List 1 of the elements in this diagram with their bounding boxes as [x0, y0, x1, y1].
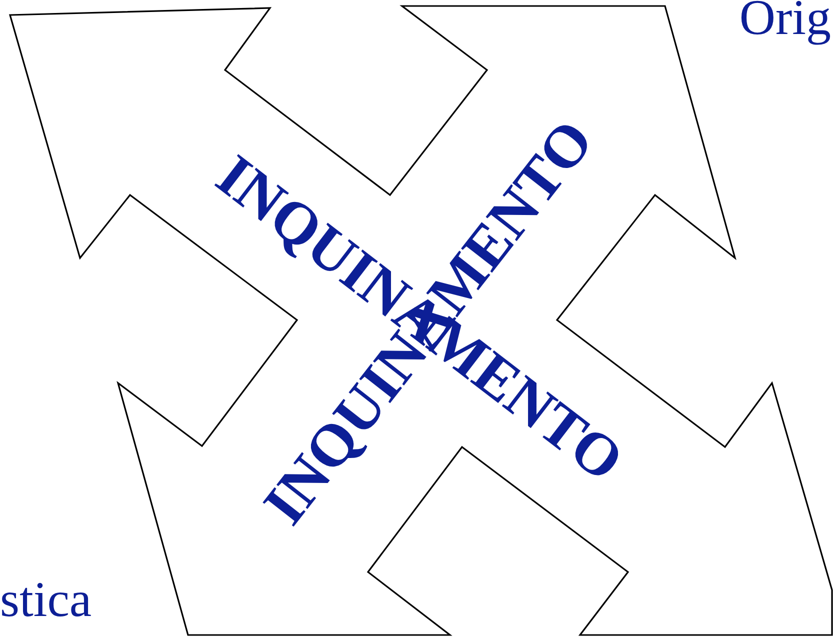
partial-label: stica: [0, 574, 92, 624]
